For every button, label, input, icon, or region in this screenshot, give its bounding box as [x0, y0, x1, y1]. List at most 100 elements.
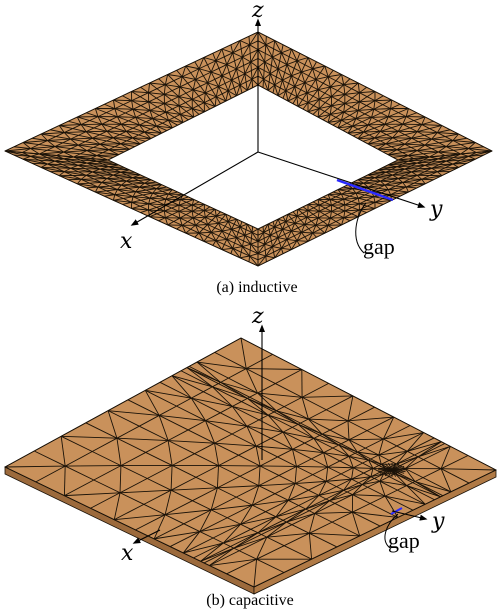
- mesh-edge: [460, 153, 469, 157]
- mesh-edge: [343, 482, 359, 491]
- mesh-edge: [343, 103, 346, 113]
- mesh-edge: [304, 82, 308, 94]
- mesh-edge: [199, 509, 212, 532]
- mesh-edge: [367, 486, 386, 497]
- mesh-edge: [304, 75, 310, 83]
- mesh-edge: [227, 87, 235, 92]
- mesh-edge: [257, 75, 264, 80]
- mesh-edge: [221, 218, 229, 222]
- mesh-edge: [307, 57, 317, 63]
- mesh-edge: [373, 196, 376, 203]
- mesh-edge: [86, 149, 109, 152]
- mesh-edge: [126, 131, 133, 139]
- mesh-edge: [378, 454, 382, 465]
- mesh-edge: [267, 84, 275, 91]
- mesh-edge: [274, 226, 277, 233]
- mesh-edge: [366, 96, 376, 102]
- mesh-edge: [460, 152, 477, 155]
- mesh-edge: [291, 93, 298, 98]
- mesh-edge: [152, 114, 160, 119]
- mesh-edge: [288, 244, 292, 250]
- mesh-edge: [215, 56, 225, 62]
- mesh-edge: [317, 217, 324, 222]
- mesh-edge: [344, 92, 360, 95]
- mesh-edge: [312, 201, 320, 206]
- mesh-edge: [398, 127, 411, 132]
- mesh-edge: [218, 86, 229, 92]
- mesh-edge: [159, 375, 173, 383]
- mesh-edge: [209, 547, 235, 566]
- mesh-edge: [165, 108, 173, 113]
- mesh-edge: [358, 482, 363, 485]
- mesh-edge: [132, 174, 141, 179]
- mesh-edge: [193, 216, 206, 219]
- mesh-edge: [408, 159, 424, 162]
- mesh-edge: [180, 114, 189, 121]
- mesh-edge: [227, 221, 235, 225]
- mesh-edge: [47, 163, 71, 169]
- mesh-edge: [321, 429, 331, 435]
- mesh-edge: [131, 96, 141, 102]
- mesh-edge: [63, 151, 74, 158]
- mesh-edge: [328, 382, 354, 397]
- mesh-edge: [352, 121, 363, 127]
- mesh-edge: [408, 153, 424, 157]
- mesh-edge: [54, 158, 64, 162]
- mesh-edge: [148, 92, 165, 95]
- mesh-edge: [114, 519, 136, 531]
- mesh-edge: [204, 203, 210, 208]
- mesh-edge: [126, 127, 134, 132]
- mesh-edge: [384, 184, 389, 190]
- mesh-edge: [263, 232, 265, 239]
- mesh-edge: [357, 137, 375, 140]
- mesh-edge: [296, 240, 301, 246]
- mesh-edge: [191, 210, 199, 215]
- mesh-edge: [402, 116, 407, 125]
- mesh-edge: [191, 95, 199, 100]
- mesh-edge: [396, 432, 424, 447]
- mesh-edge: [359, 86, 367, 94]
- mesh-edge: [340, 112, 345, 121]
- mesh-edge: [328, 74, 342, 78]
- mesh-edge: [312, 61, 317, 69]
- mesh-edge: [131, 100, 142, 106]
- mesh-edge: [458, 133, 468, 139]
- mesh-edge: [123, 198, 132, 203]
- mesh-edge: [185, 98, 193, 103]
- mesh-edge: [101, 120, 110, 125]
- mesh-edge: [224, 244, 233, 249]
- mesh-edge: [192, 89, 200, 97]
- mesh-edge: [262, 79, 265, 88]
- mesh-edge: [296, 53, 301, 61]
- mesh-edge: [81, 124, 95, 129]
- mesh-edge: [278, 475, 296, 484]
- mesh-edge: [377, 146, 392, 150]
- mesh-edge: [214, 442, 257, 447]
- mesh-edge: [150, 110, 166, 113]
- mesh-edge: [192, 108, 200, 115]
- mesh-edge: [131, 91, 141, 98]
- mesh-edge: [274, 493, 289, 501]
- mesh-edge: [95, 103, 105, 109]
- mesh-edge: [131, 86, 141, 92]
- mesh-edge: [366, 86, 376, 92]
- mesh-edge: [344, 97, 353, 104]
- mesh-edge: [54, 160, 71, 163]
- mesh-edge: [279, 60, 288, 65]
- mesh-edge: [34, 435, 62, 452]
- mesh-edge: [70, 134, 79, 140]
- mesh-edge: [357, 131, 364, 139]
- mesh-edge: [165, 193, 169, 200]
- mesh-edge: [225, 213, 232, 218]
- mesh-edge: [229, 233, 237, 239]
- mesh-edge: [257, 255, 267, 267]
- mesh-edge: [265, 44, 273, 58]
- mesh-edge: [238, 445, 257, 456]
- mesh-edge: [302, 395, 353, 398]
- mesh-edge: [452, 137, 468, 141]
- mesh-edge: [325, 498, 330, 502]
- mesh-edge: [352, 484, 363, 496]
- mesh-edge: [120, 143, 135, 148]
- mesh-edge: [257, 532, 262, 535]
- mesh-edge: [149, 82, 158, 90]
